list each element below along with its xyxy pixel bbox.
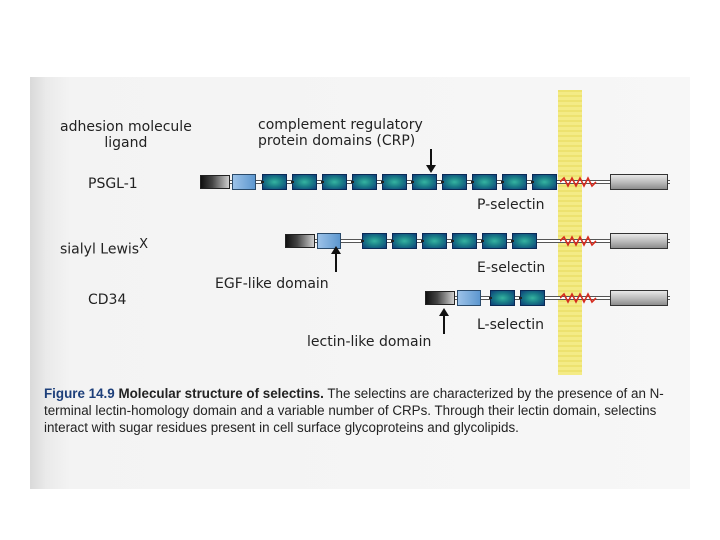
crp-domain (481, 233, 507, 249)
lectin-domain (285, 234, 315, 248)
crp-domain (471, 174, 497, 190)
crp-domain (489, 290, 515, 306)
crp-domain (421, 233, 447, 249)
egf-domain (317, 233, 341, 249)
crp-domain (391, 233, 417, 249)
transmembrane-segment (560, 292, 597, 304)
l-selectin-molecule (425, 290, 670, 306)
figure-caption-text: The selectins are characterized by the p… (44, 386, 664, 435)
ligand-psgl1: PSGL-1 (88, 176, 138, 192)
crp-domain (261, 174, 287, 190)
e-selectin-backbone (285, 239, 670, 243)
crp-header: complement regulatory protein domains (C… (258, 117, 423, 149)
ligand-cd34: CD34 (88, 292, 127, 308)
crp-domain (351, 174, 377, 190)
lectin-domain (200, 175, 230, 189)
label-lectin-domain: lectin-like domain (307, 334, 432, 350)
egf-domain (457, 290, 481, 306)
crp-domain (519, 290, 545, 306)
crp-domain (531, 174, 557, 190)
crp-domain (451, 233, 477, 249)
cytoplasmic-tail (610, 233, 668, 249)
crp-domain (381, 174, 407, 190)
figure-caption: Figure 14.9 Molecular structure of selec… (44, 385, 684, 436)
transmembrane-segment (560, 235, 597, 247)
label-e-selectin: E-selectin (477, 260, 546, 276)
cytoplasmic-tail (610, 290, 668, 306)
crp-domain (501, 174, 527, 190)
ligand-sialyl-lewis-text: sialyl Lewis (60, 241, 140, 258)
transmembrane-segment (560, 176, 597, 188)
cytoplasmic-tail (610, 174, 668, 190)
crp-domain (361, 233, 387, 249)
adhesion-header-text: adhesion molecule ligand (60, 119, 192, 151)
crp-domain (321, 174, 347, 190)
ligand-sialyl-lewis: sialyl LewisX (60, 237, 148, 258)
l-selectin-backbone (425, 296, 670, 300)
sialyl-lewis-superscript: X (139, 237, 148, 252)
figure-number: Figure 14.9 (44, 386, 115, 401)
crp-domain (291, 174, 317, 190)
crp-domain (511, 233, 537, 249)
crp-arrow (426, 149, 436, 173)
adhesion-header: adhesion molecule ligand (60, 119, 192, 151)
e-selectin-molecule (285, 233, 670, 249)
label-p-selectin: P-selectin (477, 197, 545, 213)
crp-domain (441, 174, 467, 190)
crp-header-text: complement regulatory protein domains (C… (258, 117, 423, 149)
figure-title: Molecular structure of selectins. (118, 386, 324, 401)
p-selectin-molecule (200, 174, 670, 190)
egf-arrow (331, 246, 341, 272)
egf-domain (232, 174, 256, 190)
figure-scan: adhesion molecule ligand complement regu… (30, 77, 690, 489)
label-egf-domain: EGF-like domain (215, 276, 329, 292)
label-l-selectin: L-selectin (477, 317, 544, 333)
cell-membrane (558, 90, 582, 375)
crp-domain (411, 174, 437, 190)
lectin-domain (425, 291, 455, 305)
lectin-arrow (439, 308, 449, 334)
